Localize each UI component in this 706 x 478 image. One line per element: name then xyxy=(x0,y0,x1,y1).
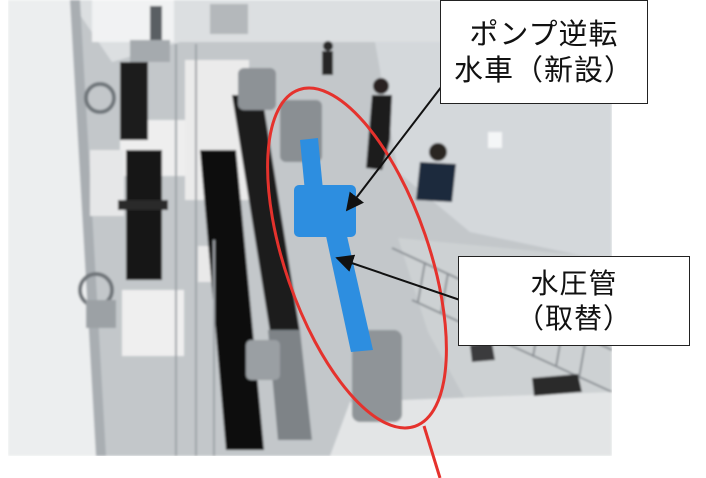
pedestal xyxy=(122,290,184,356)
penstock-arrow xyxy=(335,254,461,301)
handwheel xyxy=(84,82,116,114)
pump-turbine-callout: ポンプ逆転 水車（新設） xyxy=(440,0,648,104)
railing xyxy=(175,44,215,456)
pump-turbine-callout-line2: 水車（新設） xyxy=(453,53,634,87)
person xyxy=(416,143,456,202)
penstock-callout-line1: 水圧管 xyxy=(530,267,618,300)
upper-pipe xyxy=(150,6,162,42)
wall-sign xyxy=(488,132,502,148)
equipment-box xyxy=(130,40,170,62)
valve xyxy=(246,340,280,380)
pipe-flange xyxy=(118,200,168,210)
valve xyxy=(352,330,402,422)
person xyxy=(322,41,333,75)
upper-blue-pipe xyxy=(300,138,323,192)
pump-turbine-callout-line1: ポンプ逆転 xyxy=(469,16,619,51)
pipe xyxy=(120,62,148,140)
pipe xyxy=(232,95,300,332)
motor xyxy=(86,300,116,328)
upper-duct xyxy=(210,4,248,34)
pump-turbine-arrow xyxy=(345,85,443,212)
dark-object xyxy=(532,374,582,396)
pipe xyxy=(126,150,162,280)
highlight-tail-line xyxy=(422,425,442,478)
valve xyxy=(238,68,276,110)
left-wall-shadow xyxy=(70,0,106,456)
dark-object xyxy=(470,343,495,362)
penstock-callout-line2: （取替） xyxy=(515,302,632,335)
penstock-callout: 水圧管 （取替） xyxy=(458,256,690,346)
highlight-ellipse xyxy=(266,86,448,430)
left-wall xyxy=(8,0,98,456)
pump-turbine-body xyxy=(294,185,356,237)
